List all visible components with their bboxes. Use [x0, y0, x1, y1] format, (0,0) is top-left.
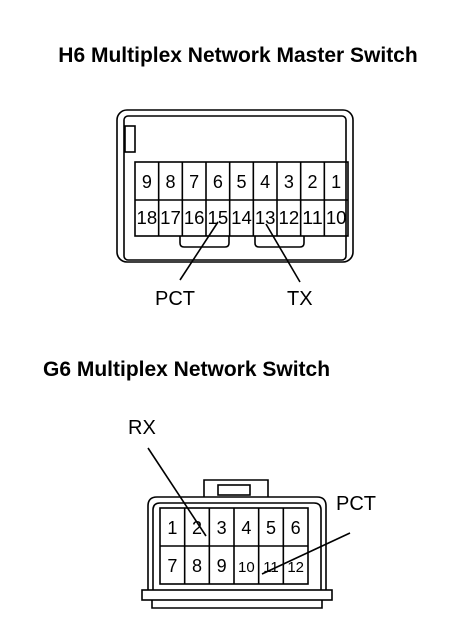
g6-base	[141, 589, 333, 601]
h6-pin-15: 15	[208, 208, 229, 228]
g6-rx-label: RX	[128, 417, 156, 439]
h6-pin-3: 3	[284, 172, 294, 192]
h6-pin-8: 8	[165, 172, 175, 192]
g6-pin-9: 9	[217, 556, 227, 576]
h6-pin-1: 1	[331, 172, 341, 192]
h6-latch-right	[254, 236, 305, 248]
h6-pin-10: 10	[326, 208, 347, 228]
g6-pin-3: 3	[217, 518, 227, 538]
h6-pin-grid	[134, 161, 349, 237]
g6-rx-leader	[147, 447, 207, 537]
g6-pin-4: 4	[241, 518, 251, 538]
h6-pin-2: 2	[307, 172, 317, 192]
h6-pin-12: 12	[279, 208, 300, 228]
h6-pin-13: 13	[255, 208, 276, 228]
h6-housing	[116, 109, 354, 263]
h6-housing-inner	[123, 115, 347, 261]
h6-pin-18: 18	[137, 208, 158, 228]
h6-pin-7: 7	[189, 172, 199, 192]
h6-latch-left	[179, 236, 230, 248]
g6-pin-1: 1	[167, 518, 177, 538]
h6-tx-leader	[265, 223, 301, 283]
g6-pct-leader	[261, 532, 351, 575]
g6-pin-6: 6	[291, 518, 301, 538]
g6-housing-inner	[152, 502, 322, 590]
g6-pct-label: PCT	[336, 493, 376, 515]
h6-pct-leader	[179, 221, 219, 281]
h6-pin-6: 6	[213, 172, 223, 192]
g6-base-lower	[151, 600, 323, 609]
h6-pin-17: 17	[160, 208, 181, 228]
h6-pin-5: 5	[236, 172, 246, 192]
h6-pin-4: 4	[260, 172, 270, 192]
g6-pin-7: 7	[167, 556, 177, 576]
h6-pin-9: 9	[142, 172, 152, 192]
g6-pin-2: 2	[192, 518, 202, 538]
h6-pct-label: PCT	[155, 288, 195, 310]
h6-connector-title: H6 Multiplex Network Master Switch	[58, 44, 418, 67]
h6-pin-16: 16	[184, 208, 205, 228]
g6-pin-10: 10	[238, 559, 255, 576]
g6-pin-12: 12	[287, 559, 304, 576]
h6-key	[124, 125, 136, 153]
h6-tx-label: TX	[287, 288, 313, 310]
g6-connector-title: G6 Multiplex Network Switch	[43, 358, 331, 381]
g6-lock-tab	[203, 479, 269, 497]
h6-pin-11: 11	[302, 208, 323, 228]
g6-pin-8: 8	[192, 556, 202, 576]
g6-housing	[147, 496, 327, 590]
g6-lock-slot	[217, 484, 251, 496]
h6-pin-14: 14	[231, 208, 252, 228]
g6-pin-5: 5	[266, 518, 276, 538]
